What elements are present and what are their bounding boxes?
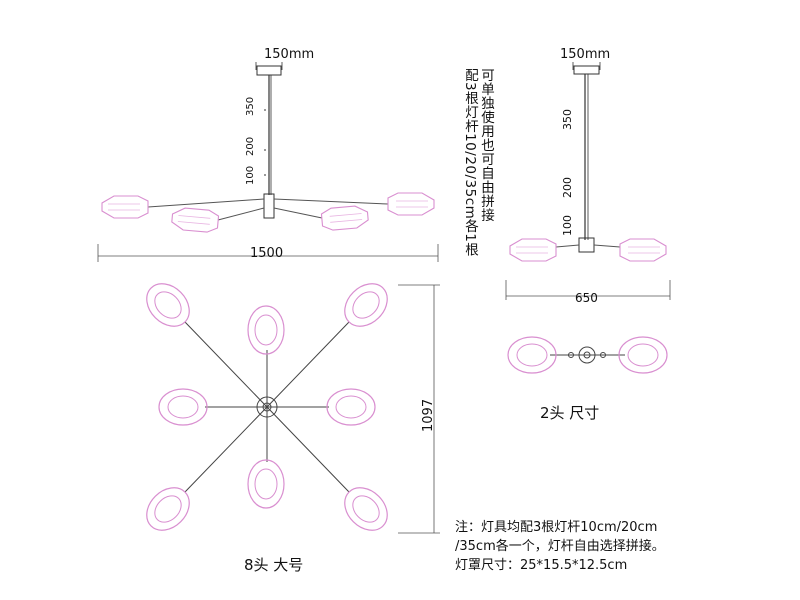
small-rod-label-350: 350 [561, 109, 574, 130]
top-shade-right [326, 388, 376, 426]
large-ceiling-canopy [256, 65, 282, 76]
large-rod-label-200: 200 [245, 137, 256, 156]
small-top-shade-left [507, 336, 557, 374]
small-side-view: 150mm 350 200 100 650 [505, 47, 671, 305]
large-top-view: 1097 [137, 274, 440, 540]
large-width-label: 1500 [250, 246, 283, 261]
side-note: 可单独使用也可自由拼接 配3根灯杆10/20/35cm各1根 [462, 68, 494, 268]
small-mount-width-label: 150mm [560, 47, 610, 62]
large-top-hub [256, 396, 278, 418]
large-caption: 8头 大号 [244, 556, 304, 574]
small-shade-right [619, 238, 667, 262]
footnote-line-1: 注：灯具均配3根灯杆10cm/20cm [455, 520, 658, 535]
small-rod-label-100: 100 [561, 215, 574, 236]
large-side-view: 150mm 350 200 100 1500 [97, 47, 439, 262]
large-height-label: 1097 [421, 399, 436, 432]
small-hub [578, 237, 595, 253]
small-rod-label-200: 200 [561, 177, 574, 198]
footnote-line-3: 灯罩尺寸：25*15.5*12.5cm [455, 558, 628, 573]
top-shade-left [158, 388, 208, 426]
small-top-hub [578, 346, 596, 364]
side-note-line-2: 配3根灯杆10/20/35cm各1根 [462, 68, 478, 257]
side-note-line-1: 可单独使用也可自由拼接 [478, 68, 494, 222]
large-shade-inner-left [170, 206, 220, 234]
large-shade-inner-right [320, 204, 370, 232]
large-rod-label-350: 350 [245, 97, 256, 116]
small-shade-left [509, 238, 557, 262]
top-shade-upper-center [247, 305, 285, 355]
large-hub [263, 193, 275, 219]
top-shade-lower-center [247, 459, 285, 509]
small-top-shade-right [618, 336, 668, 374]
footnote: 注：灯具均配3根灯杆10cm/20cm /35cm各一个，灯杆自由选择拼接。 灯… [455, 518, 665, 575]
small-width-label: 650 [575, 291, 598, 305]
large-shade-left [101, 195, 149, 219]
large-mount-width-label: 150mm [264, 47, 314, 62]
small-ceiling-canopy [573, 65, 600, 75]
small-top-view [507, 336, 668, 374]
footnote-line-2: /35cm各一个，灯杆自由选择拼接。 [455, 539, 665, 554]
large-shade-right [387, 192, 435, 216]
large-rod-label-100: 100 [245, 166, 256, 185]
small-caption: 2头 尺寸 [540, 404, 600, 422]
